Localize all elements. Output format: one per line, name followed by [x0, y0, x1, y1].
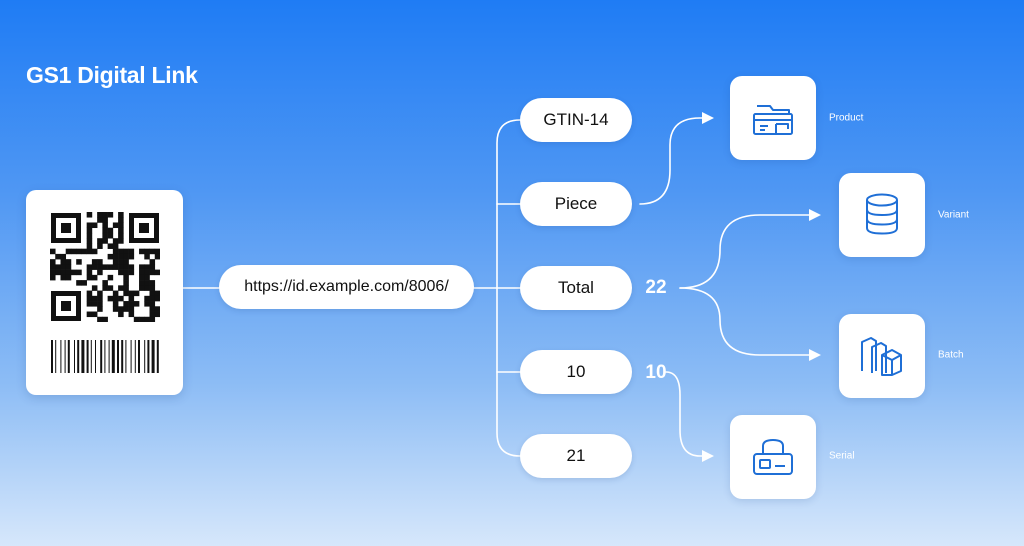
folder-icon [753, 105, 793, 135]
segment-10: 10 [520, 350, 632, 394]
segment-gtin14: GTIN-14 [520, 98, 632, 142]
lock-icon [753, 439, 793, 475]
database-icon [866, 193, 898, 235]
barcode-icon [51, 340, 159, 373]
target-card-variant [839, 173, 925, 257]
target-label-batch: Batch [938, 349, 964, 361]
target-card-serial [730, 415, 816, 499]
stacked-boxes-icon [861, 337, 902, 376]
page-title: GS1 Digital Link [26, 62, 198, 88]
url-pill: https://id.example.com/8006/ [219, 265, 474, 309]
target-label-serial: Serial [829, 450, 855, 462]
value-22: 22 [645, 277, 667, 298]
segment-21: 21 [520, 434, 632, 478]
qr-code-icon [50, 212, 160, 322]
target-card-batch [839, 314, 925, 398]
segment-piece: Piece [520, 182, 632, 226]
target-card-product [730, 76, 816, 160]
target-label-variant: Variant [938, 209, 969, 221]
qr-barcode-card [26, 190, 183, 395]
segment-total: Total [520, 266, 632, 310]
target-label-product: Product [829, 112, 864, 124]
value-10: 10 [645, 362, 667, 383]
